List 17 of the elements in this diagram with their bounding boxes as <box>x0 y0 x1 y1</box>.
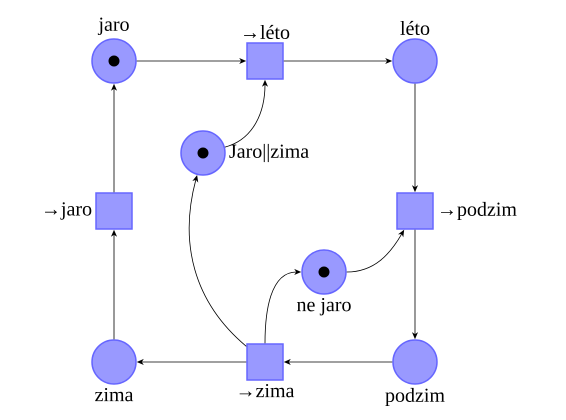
node-label: →podzim <box>441 202 517 220</box>
transition-square <box>246 42 284 80</box>
transition-square <box>246 343 284 381</box>
node-label: →léto <box>244 24 290 40</box>
transition-square <box>396 192 434 230</box>
place-circle <box>392 38 438 84</box>
node-label: →zima <box>240 384 294 398</box>
place-circle <box>91 339 137 385</box>
node-label: Jaro||zima <box>229 144 309 162</box>
transition-square <box>95 192 133 230</box>
node-label: zima <box>95 388 134 402</box>
node-label: ne jaro <box>296 298 351 316</box>
node-label: podzim <box>385 388 445 406</box>
node-label: jaro <box>98 18 129 36</box>
place-circle <box>392 339 438 385</box>
node-label: →jaro <box>45 202 92 220</box>
node-label: léto <box>400 20 430 36</box>
